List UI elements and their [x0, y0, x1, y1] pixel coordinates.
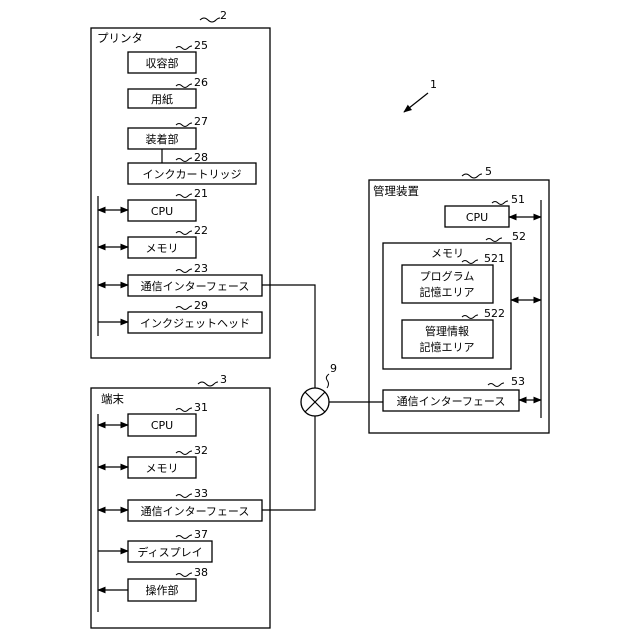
- system-ref-label: 1: [430, 78, 437, 91]
- manager-cpu-ref: 51: [511, 193, 525, 206]
- manager-memory-label: メモリ: [431, 247, 464, 260]
- terminal-cpu-ref: 31: [194, 401, 208, 414]
- printer-comm-interface-label: 通信インターフェース: [141, 280, 250, 293]
- manager-title: 管理装置: [373, 184, 419, 198]
- printer-comm-interface-ref: 23: [194, 262, 208, 275]
- manager-comm-interface-ref: 53: [511, 375, 525, 388]
- manager-cpu-label: CPU: [466, 211, 488, 224]
- network-ref-leader: [326, 374, 329, 388]
- mount-label: 装着部: [146, 132, 179, 146]
- ink-cartridge-label: インクカートリッジ: [143, 168, 242, 181]
- printer-block: プリンタ 2 収容部 25 用紙 26 装着部 27 インクカートリッジ 28 …: [91, 9, 270, 358]
- manager-ref-leader: [462, 174, 482, 178]
- mgmt-info-area-line1: 管理情報: [425, 324, 469, 338]
- network-block: 9: [262, 285, 383, 510]
- printer-frame: [91, 28, 270, 358]
- terminal-title: 端末: [101, 392, 124, 406]
- program-area-line2: 記憶エリア: [420, 285, 475, 299]
- system-reference: 1: [404, 78, 437, 112]
- program-area-line1: プログラム: [420, 269, 475, 283]
- mount-ref: 27: [194, 115, 208, 128]
- terminal-comm-interface-ref: 33: [194, 487, 208, 500]
- program-area-ref: 521: [484, 252, 505, 265]
- system-ref-arrow: [404, 93, 428, 112]
- printer-memory-label: メモリ: [146, 242, 179, 255]
- display-ref: 37: [194, 528, 208, 541]
- terminal-ref: 3: [220, 373, 227, 386]
- manager-block: 管理装置 5 CPU 51 メモリ 52 プログラム 記憶エリア 521 管理情…: [369, 165, 549, 433]
- ink-cartridge-ref: 28: [194, 151, 208, 164]
- terminal-cpu-label: CPU: [151, 419, 173, 432]
- manager-ref: 5: [485, 165, 492, 178]
- display-label: ディスプレイ: [137, 545, 202, 559]
- mgmt-info-area-line2: 記憶エリア: [420, 340, 475, 354]
- paper-storage-label: 収容部: [146, 56, 179, 70]
- operation-label: 操作部: [146, 583, 179, 597]
- printer-cpu-ref: 21: [194, 187, 208, 200]
- network-ref: 9: [330, 362, 337, 375]
- inkjet-head-label: インクジェットヘッド: [140, 317, 250, 330]
- manager-memory-ref: 52: [512, 230, 526, 243]
- terminal-memory-ref: 32: [194, 444, 208, 457]
- paper-ref: 26: [194, 76, 208, 89]
- mgmt-info-area-ref: 522: [484, 307, 505, 320]
- printer-ref-leader: [200, 18, 220, 22]
- terminal-block: 端末 3 CPU 31 メモリ 32 通信インターフェース 33 ディスプレイ …: [91, 373, 270, 628]
- terminal-ref-leader: [198, 382, 218, 386]
- printer-memory-ref: 22: [194, 224, 208, 237]
- paper-storage-ref: 25: [194, 39, 208, 52]
- printer-cpu-label: CPU: [151, 205, 173, 218]
- terminal-comm-interface-label: 通信インターフェース: [141, 505, 250, 518]
- inkjet-head-ref: 29: [194, 299, 208, 312]
- terminal-memory-label: メモリ: [146, 462, 179, 475]
- manager-comm-interface-label: 通信インターフェース: [397, 395, 506, 408]
- printer-title: プリンタ: [97, 31, 143, 45]
- printer-ref: 2: [220, 9, 227, 22]
- operation-ref: 38: [194, 566, 208, 579]
- paper-label: 用紙: [151, 92, 173, 106]
